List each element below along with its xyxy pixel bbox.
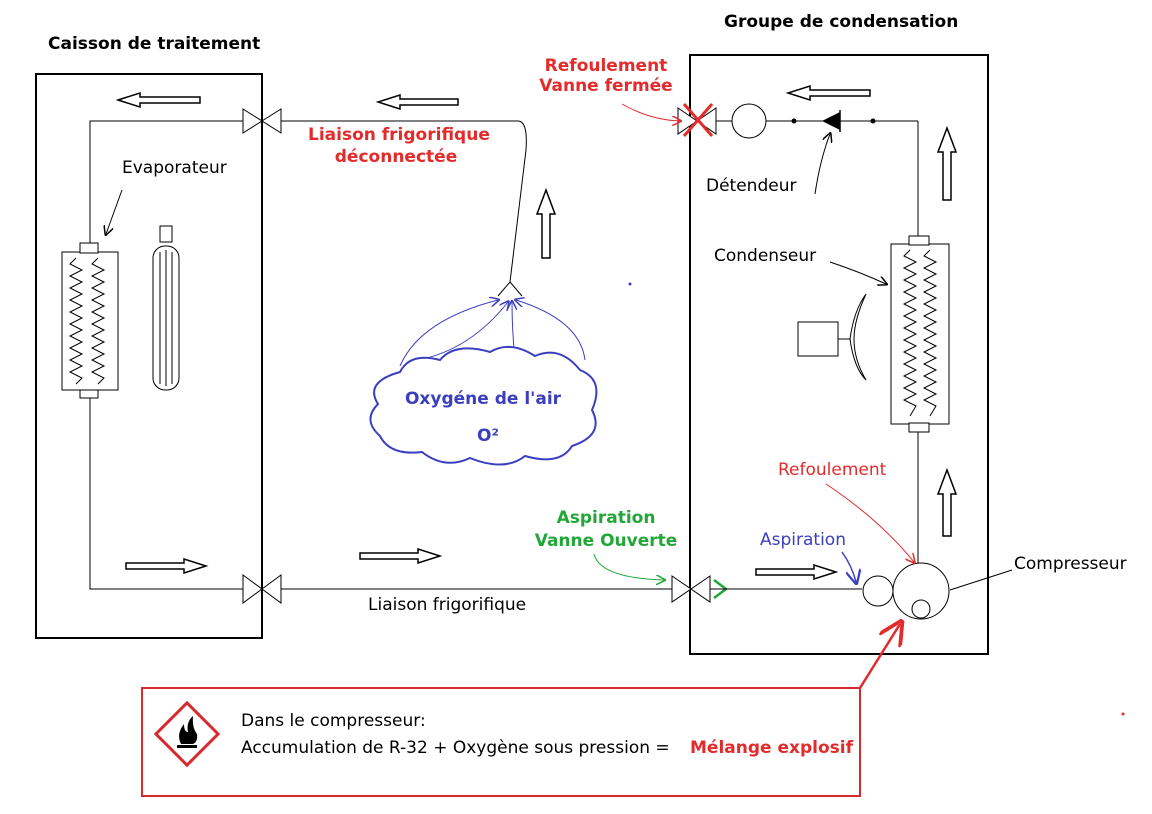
left-piping xyxy=(89,120,245,590)
discharge-closed-label-1: Refoulement xyxy=(544,56,668,76)
discharge-closed-label-2: Vanne fermée xyxy=(539,76,673,96)
oxygen-label-1: Oxygéne de l'air xyxy=(404,389,562,409)
right-top-piping xyxy=(716,120,919,566)
warning-box xyxy=(141,687,861,797)
compressor-body xyxy=(892,562,950,620)
condenser-label: Condenseur xyxy=(714,246,817,266)
discharge-label: Refoulement xyxy=(778,460,887,480)
treatment-box-title: Caisson de traitement xyxy=(48,34,261,54)
suction-label: Aspiration xyxy=(760,530,846,550)
treatment-box-frame xyxy=(35,73,263,639)
oxygen-cloud xyxy=(369,345,598,466)
expansion-valve-symbol xyxy=(822,112,840,130)
condenser-coil xyxy=(890,235,950,433)
flammable-hazard-icon xyxy=(153,700,221,768)
link-disconnected-label-1: Liaison frigorifique xyxy=(308,125,490,145)
oxygen-label-2: O² xyxy=(477,426,499,446)
link-bottom-label: Liaison frigorifique xyxy=(368,595,527,615)
evaporator-coil xyxy=(61,242,119,399)
warning-line-2: Accumulation de R-32 + Oxygène sous pres… xyxy=(241,738,670,758)
disconnected-link-pipe xyxy=(281,120,527,283)
evaporator-fan xyxy=(152,225,180,391)
suction-accumulator xyxy=(862,575,894,607)
valve-bottom-left xyxy=(242,574,282,604)
suction-open-label-2: Vanne Ouverte xyxy=(534,531,678,551)
flow-arrows xyxy=(115,84,958,581)
warning-line-1: Dans le compresseur: xyxy=(241,711,426,731)
condensing-unit-frame xyxy=(689,54,989,655)
warning-pointer xyxy=(858,624,900,689)
condensing-unit-title: Groupe de condensation xyxy=(724,12,959,32)
warning-emphasis: Mélange explosif xyxy=(690,738,853,758)
compressor-label: Compresseur xyxy=(1014,554,1127,574)
closed-cross-icon xyxy=(682,103,714,137)
expansion-valve-label: Détendeur xyxy=(706,176,797,196)
suction-open-label-1: Aspiration xyxy=(556,508,656,528)
sight-glass xyxy=(731,103,767,139)
pointer-arrows xyxy=(106,134,1013,591)
condenser-fan xyxy=(797,293,867,381)
evaporator-label: Evaporateur xyxy=(122,158,227,178)
suction-valve-open xyxy=(671,575,711,603)
red-pointers xyxy=(621,103,914,562)
valve-top-left xyxy=(242,108,282,134)
link-disconnected-label-2: déconnectée xyxy=(334,147,458,167)
